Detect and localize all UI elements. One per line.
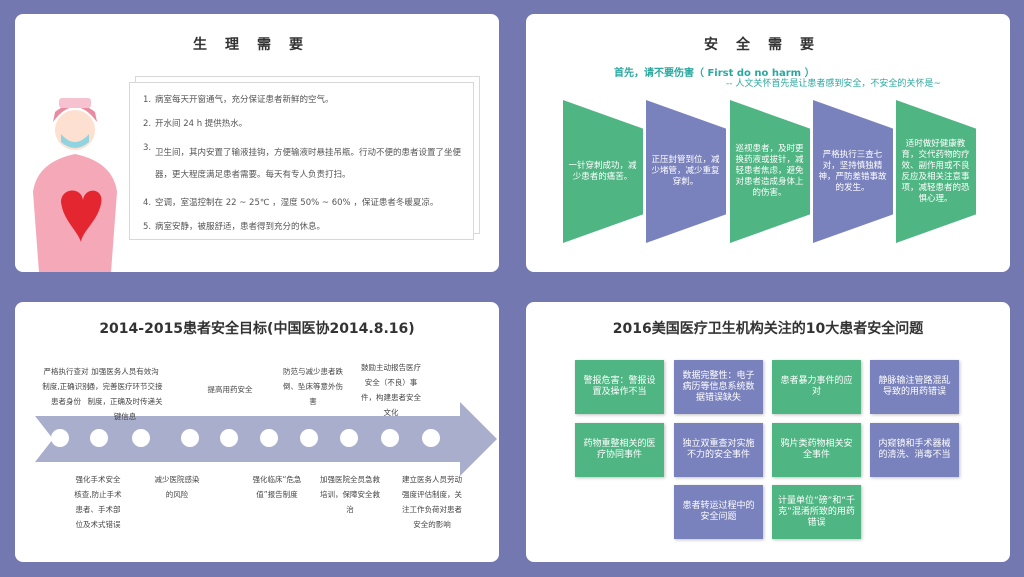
subtitle: 首先，请不要伤害（ First do no harm ）	[614, 68, 815, 79]
issue-box: 药物重整相关的医疗协同事件	[575, 423, 664, 477]
goal-label-bottom: 强化手术安全核查,防止手术患者、手术部位及术式错误	[74, 475, 122, 529]
safety-shape: 正压封管到位，减少堵管，减少重复穿刺。	[646, 100, 726, 243]
timeline-dot	[381, 429, 399, 447]
issue-box: 计量单位“磅”和“千克”混淆所致的用药错误	[772, 485, 861, 539]
list-item: 1.病室每天开窗通气，充分保证患者新鲜的空气。	[143, 95, 334, 105]
timeline-dot	[90, 429, 108, 447]
issue-box: 数据完整性：电子病历等信息系统数据错误缺失	[674, 360, 763, 414]
list-item: 5.病室安静，被服舒适，患者得到充分的休息。	[143, 222, 326, 232]
needs-list: 1.病室每天开窗通气，充分保证患者新鲜的空气。 2.开水间 24 h 提供热水。…	[143, 94, 468, 245]
timeline-dot	[181, 429, 199, 447]
goal-label-top: 严格执行查对制度,正确识别患者身份	[42, 367, 90, 406]
issue-box: 患者转运过程中的安全问题	[674, 485, 763, 539]
issue-box: 警报危害：警报设置及操作不当	[575, 360, 664, 414]
list-item: 4.空调，室温控制在 22 ~ 25℃ ，湿度 50% ~ 60% ，保证患者冬…	[143, 198, 439, 208]
timeline-dot	[132, 429, 150, 447]
issue-box: 鸦片类药物相关安全事件	[772, 423, 861, 477]
list-item: 2.开水间 24 h 提供热水。	[143, 119, 248, 129]
timeline-dot	[260, 429, 278, 447]
slide-safety-goals[interactable]: 2014-2015患者安全目标(中国医协2014.8.16) 严格执行查对制度,…	[15, 302, 499, 562]
issue-box: 患者暴力事件的应对	[772, 360, 861, 414]
safety-shape: 严格执行三查七对，坚持慎独精神，严防差错事故的发生。	[813, 100, 893, 243]
timeline-dot	[422, 429, 440, 447]
safety-shape: 巡视患者，及时更换药液或拔针，减轻患者焦虑，避免对患者造成身体上的伤害。	[730, 100, 810, 243]
timeline-dot	[300, 429, 318, 447]
goal-label-bottom: 加强医院全员急救培训，保障安全救治	[320, 475, 380, 514]
goal-label-top: 加强医务人员有效沟通，完善医疗环节交接制度，正确及时传递关键信息	[87, 367, 163, 421]
safety-shape: 一针穿刺成功，减少患者的痛苦。	[563, 100, 643, 243]
slide-title: 生理需要	[193, 37, 321, 53]
slide-physiological-needs[interactable]: 生理需要 1.病室每天开窗通气，充分保证患者新鲜的空气。 2.开水间 24 h …	[15, 14, 499, 272]
issue-box: 独立双重查对实施不力的安全事件	[674, 423, 763, 477]
slide-safety-needs[interactable]: 安全需要 首先，请不要伤害（ First do no harm ） -- 人文关…	[526, 14, 1010, 272]
issue-box: 内窥镜和手术器械的清洗、消毒不当	[870, 423, 959, 477]
paper-front	[129, 82, 474, 240]
timeline-dot	[51, 429, 69, 447]
goal-label-bottom: 建立医务人员劳动强度评估制度，关注工作负荷对患者安全的影响	[402, 475, 462, 529]
goal-label-top: 防范与减少患者跌倒、坠床等意外伤害	[283, 367, 343, 406]
timeline-dot	[340, 429, 358, 447]
safety-shape: 适时做好健康教育，交代药物的疗效、副作用或不良反应及相关注意事项，减轻患者的恐惧…	[896, 100, 976, 243]
list-item: 3.卫生间，其内安置了输液挂钩，方便输液时悬挂吊瓶。行动不便的患者设置了坐便器，…	[143, 143, 462, 180]
timeline-dot	[220, 429, 238, 447]
slide-title: 2016美国医疗卫生机构关注的10大患者安全问题	[612, 321, 924, 337]
issue-box: 静脉输注管路混乱导致的用药错误	[870, 360, 959, 414]
slide-top10-issues[interactable]: 2016美国医疗卫生机构关注的10大患者安全问题 警报危害：警报设置及操作不当 …	[526, 302, 1010, 562]
subtitle-note: -- 人文关怀首先是让患者感到安全，不安全的关怀是~	[726, 79, 941, 89]
goal-label-bottom: 强化临床“危急值”报告制度	[252, 475, 302, 499]
goal-label-top: 提高用药安全	[207, 385, 253, 394]
nurse-illustration	[33, 98, 117, 272]
goal-label-top: 鼓励主动报告医疗安全（不良）事件，构建患者安全文化	[361, 363, 421, 417]
goal-label-bottom: 减少医院感染的风险	[154, 475, 200, 499]
slide-title: 2014-2015患者安全目标(中国医协2014.8.16)	[99, 321, 415, 337]
slide-title: 安全需要	[704, 37, 832, 53]
